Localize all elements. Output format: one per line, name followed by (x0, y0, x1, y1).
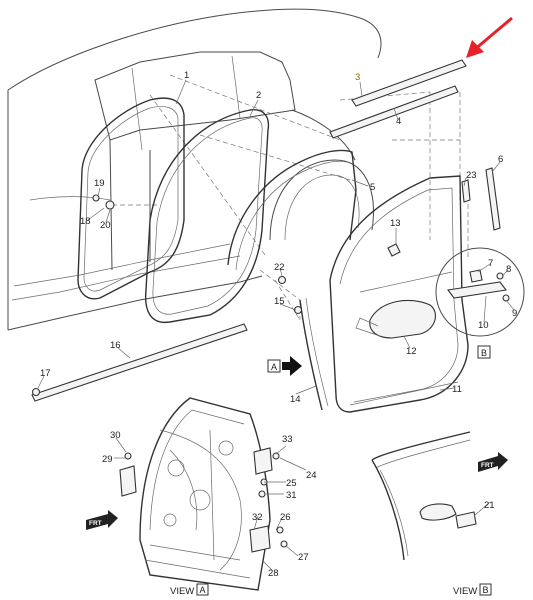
vehicle-body-outline (7, 8, 382, 331)
rocker-molding (31, 323, 248, 402)
callout-6: 6 (498, 154, 503, 165)
callout-5: 5 (370, 182, 375, 193)
belt-molding-upper (329, 85, 459, 139)
callout-27: 27 (298, 552, 309, 563)
leader-lines (37, 79, 515, 571)
callout-10: 10 (478, 320, 489, 331)
handle-detail-circle (435, 247, 525, 359)
fasteners (31, 194, 303, 397)
callout-16: 16 (110, 340, 121, 351)
exterior-handle-view-b (371, 431, 477, 561)
view-b-caption: VIEW B (453, 583, 492, 597)
clip-17-icon (31, 387, 41, 397)
callout-25: 25 (286, 478, 297, 489)
bolt-20-icon (105, 200, 115, 210)
callout-2: 2 (256, 90, 261, 101)
callout-numbers: 1 2 3 4 5 6 7 8 9 10 11 12 13 14 15 16 1… (40, 70, 517, 579)
reference-lines (112, 74, 469, 321)
outside-mirror (355, 299, 436, 339)
view-b-box-letter: B (481, 348, 487, 358)
view-a-word: VIEW (170, 586, 194, 597)
view-a-indicator (267, 356, 302, 376)
rear-door-trim-strip (485, 167, 501, 231)
callout-30: 30 (110, 430, 121, 441)
callout-14: 14 (290, 394, 301, 405)
callout-13: 13 (390, 218, 401, 229)
window-channel-bracket (461, 179, 471, 203)
callout-9: 9 (512, 308, 517, 319)
door-clip-13 (387, 243, 401, 257)
callout-12: 12 (406, 346, 417, 357)
callout-18: 18 (80, 216, 91, 227)
callout-15: 15 (274, 296, 285, 307)
door-opening-weatherstrip-rear (77, 97, 185, 300)
callout-7: 7 (488, 258, 493, 269)
frt-direction-tag-left (86, 510, 118, 530)
callout-21: 21 (484, 500, 495, 511)
callout-28: 28 (268, 568, 279, 579)
window-reveal-molding (351, 59, 467, 107)
view-a-box-letter: A (271, 362, 277, 372)
callout-33: 33 (282, 434, 293, 445)
callout-29: 29 (102, 454, 113, 465)
front-door-window-frame (227, 149, 357, 271)
callout-3: 3 (355, 72, 360, 83)
door-edge-weatherstrip (299, 297, 329, 411)
callout-20: 20 (100, 220, 111, 231)
frt-label-left: FRT (89, 520, 102, 527)
callout-23: 23 (466, 170, 477, 181)
callout-26: 26 (280, 512, 291, 523)
frt-direction-tag-right (478, 452, 508, 472)
callout-11: 11 (452, 384, 462, 395)
callout-17: 17 (40, 368, 51, 379)
callout-19: 19 (94, 178, 105, 189)
view-a-caption-letter: A (200, 585, 206, 595)
callout-1: 1 (184, 70, 189, 81)
view-b-box-upper (477, 345, 491, 359)
callout-24: 24 (306, 470, 317, 481)
callout-8: 8 (506, 264, 511, 275)
clip-15-icon (293, 305, 303, 315)
red-arrow-icon (466, 16, 513, 58)
black-arrow-icon (282, 356, 302, 376)
callout-31: 31 (286, 490, 297, 501)
clip-19-icon (92, 194, 100, 202)
front-door-shell (329, 175, 469, 413)
frt-label-right: FRT (481, 462, 494, 469)
callout-22: 22 (274, 262, 285, 273)
door-inner-structure-view-a (119, 397, 288, 591)
view-a-box-upper (267, 359, 281, 373)
view-a-caption: VIEW A (170, 583, 209, 597)
view-b-word: VIEW (453, 586, 477, 597)
view-b-caption-letter: B (483, 585, 489, 595)
clip-22-icon (277, 275, 287, 285)
callout-32: 32 (252, 512, 263, 523)
door-opening-weatherstrip-front (144, 109, 270, 324)
callout-4: 4 (396, 116, 401, 127)
